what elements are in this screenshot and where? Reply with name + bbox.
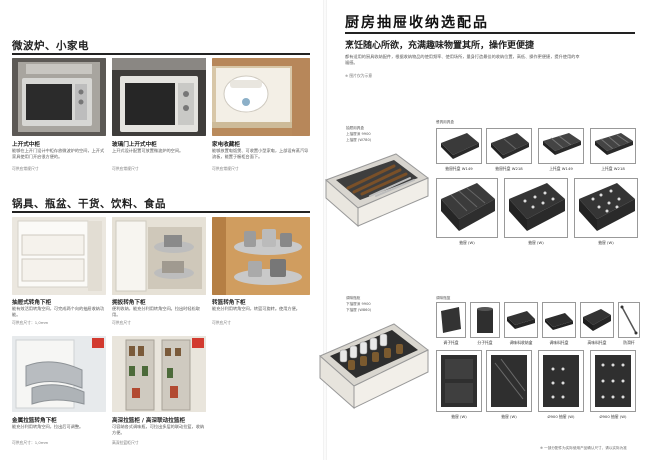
photo-tall-pullout-cabinet: [112, 336, 206, 412]
page-description: 都有适用的厨具收纳配件，根据收纳物品的使用频率、使用场所，量身打造最佳的收纳位置…: [345, 54, 580, 65]
tray-item: [590, 128, 636, 164]
accessory-item: [470, 302, 500, 338]
tray-label: 抽屉 (W): [451, 414, 467, 419]
item-title: 金属拉篮转角下柜: [12, 418, 57, 424]
photo-spice-drawer: [314, 316, 430, 412]
page-title: 厨房抽屉收纳选配品: [345, 15, 489, 31]
tray-label: 抽屉托盘 W149: [445, 166, 473, 171]
item-desc: 能够在上开门设计中柜存放微波炉的空间，上开式家具使用门开启很方便的。: [12, 148, 105, 159]
tray-item: [436, 128, 482, 164]
section-rule: [12, 211, 310, 213]
tray-label: 上托盘 W218: [601, 166, 625, 171]
accessory-item: [580, 302, 614, 338]
drawer-insert: [486, 350, 532, 412]
photo-carousel-corner-cabinet: [212, 217, 310, 295]
group2-caption-line: 下抽屉深 9900: [346, 302, 371, 306]
accessory-item: [618, 302, 640, 338]
accessory-label: 调味料托盘: [549, 340, 569, 345]
group2-spec-label: 调味瓶篮: [436, 296, 451, 300]
item-note: 可供应尺寸: [212, 320, 231, 325]
page-gutter: [323, 0, 327, 460]
page-subtitle: 烹饪随心所欲，充满趣味物置其所，操作更便捷: [345, 41, 535, 51]
group1-caption-line: 上抽屉深 9900: [346, 132, 371, 136]
tray-item: [486, 128, 532, 164]
item-desc: 可容纳各式调味瓶，可拉出多层的联动拉篮，收纳方便。: [112, 424, 205, 435]
photo-cutlery-drawer: [318, 148, 430, 228]
item-desc: 能有效活用转角空间，可完成两个向的抽屉收纳功能。: [12, 306, 105, 317]
accessory-label: 调味料收纳盒: [509, 340, 533, 345]
drawer-insert: [436, 178, 498, 238]
accessory-label: 调子托盘: [443, 340, 459, 345]
drawer-insert: [504, 178, 568, 238]
accessory-item: [436, 302, 466, 338]
footnote: ※ 一部分配件为实际使用产品确认尺寸，请以实际为准: [540, 446, 627, 450]
section-title-cookware: 锅具、瓶盆、干货、饮料、食品: [12, 198, 166, 210]
item-desc: 上开式设计配置可放置微波炉的空间。: [112, 148, 184, 153]
item-note: 可供应常规尺寸: [12, 166, 39, 171]
tray-label: 上托盘 W149: [549, 166, 573, 171]
item-note: 可供应尺寸：1,0mm: [12, 320, 49, 325]
item-note: 可供应尺寸: [112, 320, 131, 325]
photo-drawer-corner-cabinet: [12, 217, 106, 295]
title-rule: [345, 32, 635, 34]
photo-swing-corner-cabinet: [112, 217, 206, 295]
tray-label: Ø900 抽屉 (W): [547, 414, 575, 419]
item-title: 玻璃门上开式中柜: [112, 142, 157, 148]
drawer-insert: [436, 350, 482, 412]
tray-label: 抽屉 (W): [459, 240, 475, 245]
tray-item: [538, 128, 584, 164]
group1-caption-line: 上抽屉 (W780): [346, 138, 372, 142]
accessory-item: [542, 302, 576, 338]
group1-spec-label: 餐具用具盒: [436, 120, 454, 124]
item-note: 可供应常规尺寸: [212, 166, 239, 171]
page-note: ※ 图片仅为示意: [345, 73, 373, 78]
item-desc: 便利收纳，能充分利用转角空间。拉出时轻松取用。: [112, 306, 200, 317]
item-desc: 能充分利用转角空间，拉出后可调整。: [12, 424, 84, 429]
photo-appliance-storage: [212, 58, 310, 136]
accessory-label: 防滑杆: [623, 340, 635, 345]
item-title: 上开式中柜: [12, 142, 40, 148]
drawer-insert: [538, 350, 584, 412]
item-title: 抽屉式转角下柜: [12, 300, 52, 306]
section-rule: [12, 53, 310, 55]
tray-label: Ø900 抽屉 (W): [599, 414, 627, 419]
photo-microwave-cabinet: [12, 58, 106, 136]
accessory-label: 分子托盘: [477, 340, 493, 345]
tray-label: 抽屉 (W): [528, 240, 544, 245]
item-title: 家电收藏柜: [212, 142, 240, 148]
item-desc: 能充分利用转角空间，转篮可旋转。使用方便。: [212, 306, 300, 311]
item-note: 可供应常规尺寸: [112, 166, 139, 171]
section-title-appliances: 微波炉、小家电: [12, 40, 89, 52]
accessory-item: [504, 302, 538, 338]
photo-glass-door-cabinet: [112, 58, 206, 136]
item-title: 转篮转角下柜: [212, 300, 246, 306]
group2-caption-line: 调味瓶柜: [346, 296, 361, 300]
drawer-insert: [574, 178, 638, 238]
item-title: 拥扳转角下柜: [112, 300, 146, 306]
tray-label: 抽屉 (W): [501, 414, 517, 419]
item-title: 高深拉篮柜 / 高深联动拉篮柜: [112, 418, 186, 424]
tray-label: 抽屉托盘 W218: [495, 166, 523, 171]
item-desc: 能够放置电饭煲、可收置小型家电，上部设有蒸汽导流板，能置于橱柜台面下。: [212, 148, 309, 159]
group1-caption-line: 抽屉用具盒: [346, 126, 364, 130]
photo-metal-basket-corner: [12, 336, 106, 412]
drawer-insert: [590, 350, 636, 412]
tray-label: 抽屉 (W): [598, 240, 614, 245]
accessory-label: 高味料托盘: [587, 340, 607, 345]
group2-caption-line: 下抽屉 (W860): [346, 308, 372, 312]
item-note: 可供应尺寸：1,0mm: [12, 440, 49, 445]
item-note: 高深拉篮柜尺寸: [112, 440, 139, 445]
